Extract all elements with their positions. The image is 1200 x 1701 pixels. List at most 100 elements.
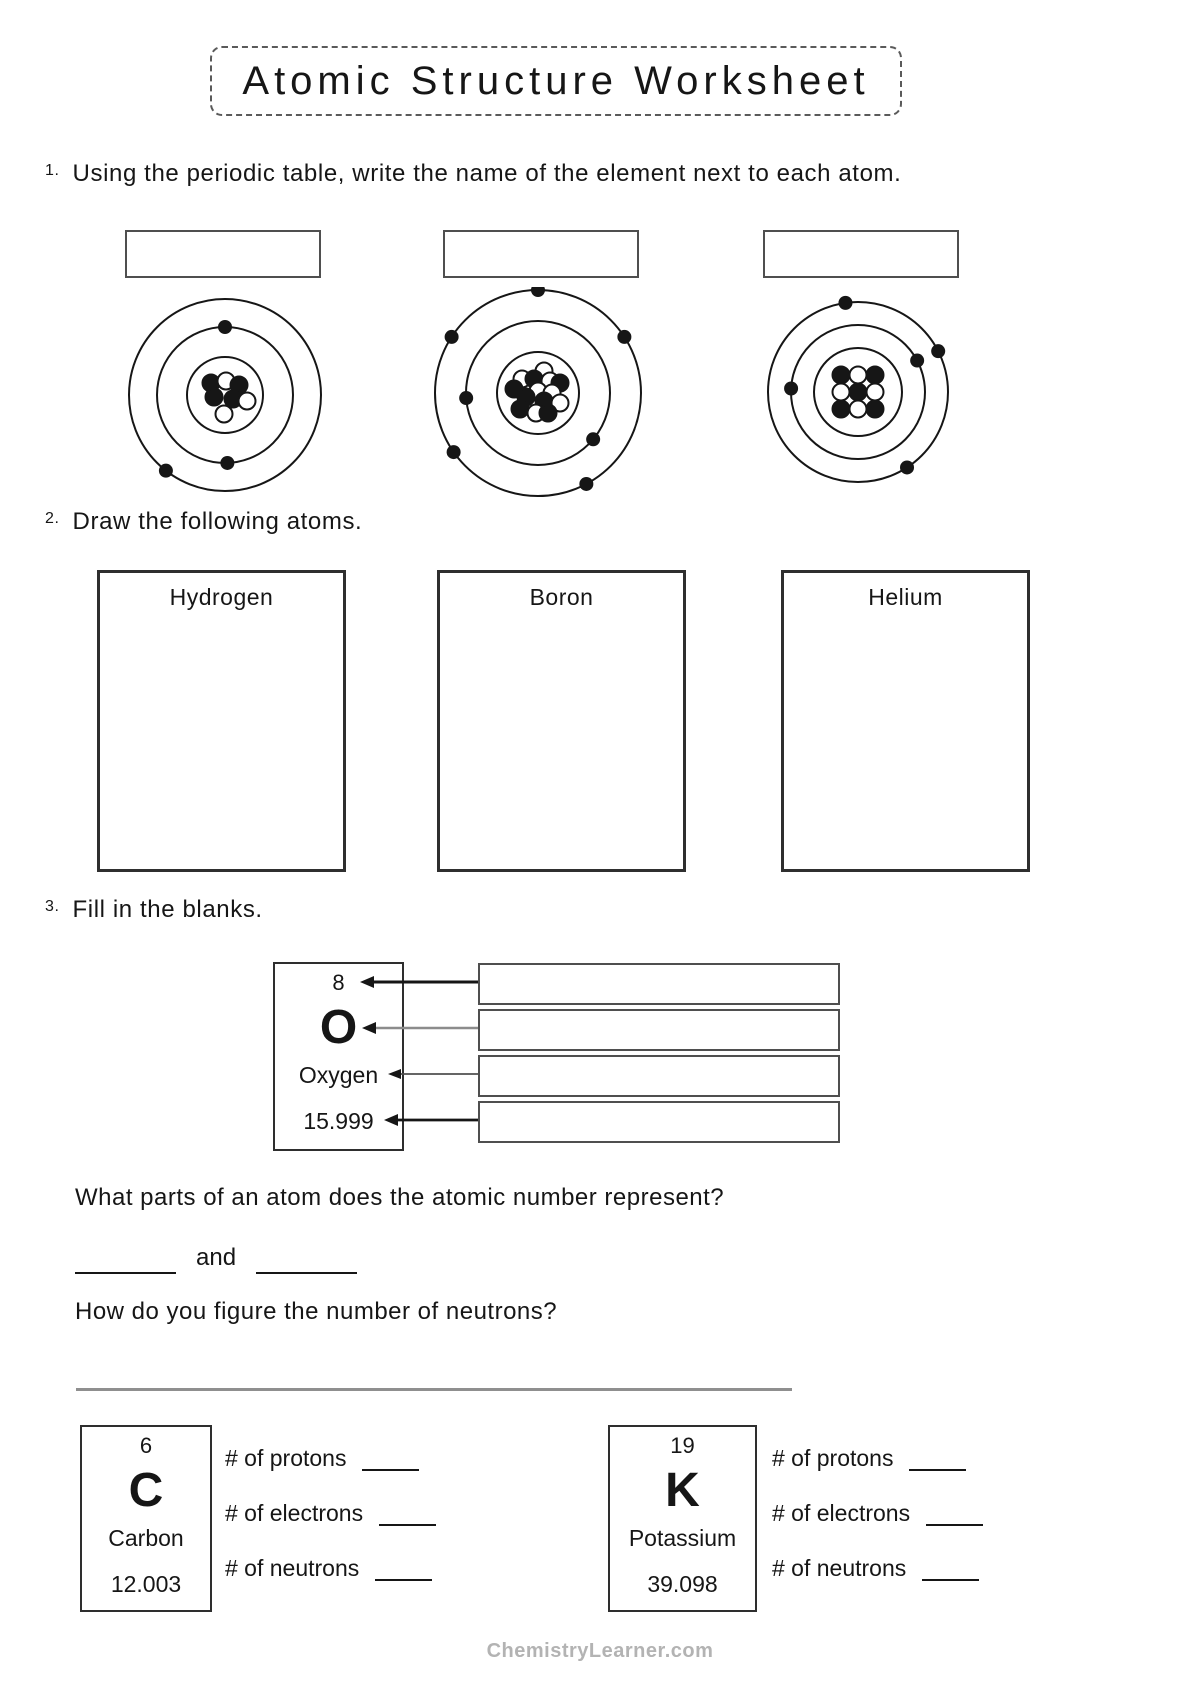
shell-orbit [128,298,322,492]
bohr-model-atom-1 [128,298,322,492]
shell-orbit [186,356,264,434]
carbon-protons-label: # of protons [225,1445,347,1471]
potassium-name: Potassium [628,1525,737,1551]
proton [510,399,530,419]
draw-box-hydrogen-label: Hydrogen [169,584,274,610]
potassium-mass: 39.098 [647,1571,718,1597]
neutron [237,391,257,411]
carbon-neutrons-label: # of neutrons [225,1555,360,1581]
question-1-text: Using the periodic table, write the name… [72,160,902,187]
draw-box-helium[interactable]: Helium [781,570,1030,872]
carbon-symbol: C [128,1464,164,1517]
electron [586,432,601,447]
arrow-symbol [362,1022,478,1034]
fill-blank-symbol[interactable] [478,1009,840,1051]
electron [910,353,925,368]
carbon-electrons-blank[interactable] [379,1506,437,1526]
shell-orbit [813,347,903,437]
proton [831,365,851,385]
electron [784,381,799,396]
bohr-model-atom-3 [767,295,949,483]
electron [579,476,594,491]
question-1: 1. Using the periodic table, write the na… [45,160,901,188]
oxygen-tile: 8 O Oxygen 15.999 [273,962,404,1151]
fill-blank-atomic-number[interactable] [478,963,840,1005]
electron [459,391,474,406]
potassium-symbol: K [665,1464,700,1517]
draw-box-boron-label: Boron [529,584,594,610]
atomic-number-question: What parts of an atom does the atomic nu… [75,1184,725,1211]
arrow-name [388,1069,478,1079]
oxygen-arrows [360,976,478,1126]
electron [931,344,946,359]
proton [865,365,885,385]
potassium-neutrons-row: # of neutrons [772,1555,983,1581]
site-watermark: ChemistryLearner.com [486,1640,714,1662]
electron [446,445,461,460]
question-2: 2. Draw the following atoms. [45,508,362,536]
neutrons-answer-line[interactable] [76,1388,792,1391]
neutron [831,382,851,402]
element-name-box-3[interactable] [763,230,959,278]
draw-box-hydrogen[interactable]: Hydrogen [97,570,346,872]
shell-orbit [496,351,580,435]
proton [831,399,851,419]
proton [865,399,885,419]
bohr-model-atom-2 [434,287,642,497]
draw-box-boron[interactable]: Boron [437,570,686,872]
electron [444,329,459,344]
question-3-text: Fill in the blanks. [72,896,263,923]
potassium-count-rows: # of protons # of electrons # of neutron… [772,1445,984,1611]
atomic-number-answer-row: and [75,1244,358,1274]
draw-box-helium-label: Helium [868,584,943,610]
fill-blank-name[interactable] [478,1055,840,1097]
page-title: Atomic Structure Worksheet [242,58,870,103]
arrow-mass [384,1114,478,1126]
carbon-neutrons-blank[interactable] [375,1561,433,1581]
neutron [848,365,868,385]
carbon-protons-row: # of protons [225,1445,436,1471]
neutron [214,404,234,424]
carbon-electrons-label: # of electrons [225,1500,364,1526]
question-2-number: 2. [45,510,60,527]
potassium-atomic-number: 19 [670,1433,695,1458]
electron [838,295,853,310]
proton [538,403,558,423]
element-name-box-1[interactable] [125,230,321,278]
question-3: 3. Fill in the blanks. [45,896,263,924]
answer-blank-1[interactable] [75,1246,176,1274]
oxygen-mass: 15.999 [303,1108,374,1134]
electron [158,463,173,478]
electron [218,320,232,334]
potassium-neutrons-label: # of neutrons [772,1555,907,1581]
potassium-neutrons-blank[interactable] [922,1561,980,1581]
neutron [848,399,868,419]
proton [848,382,868,402]
and-label: and [196,1244,237,1271]
fill-blank-mass[interactable] [478,1101,840,1143]
answer-blank-2[interactable] [256,1246,358,1274]
title-box: Atomic Structure Worksheet [210,46,902,116]
potassium-protons-blank[interactable] [909,1451,967,1471]
neutron [865,382,885,402]
neutrons-question: How do you figure the number of neutrons… [75,1298,558,1325]
question-1-number: 1. [45,162,60,179]
potassium-electrons-blank[interactable] [926,1506,984,1526]
electron [220,455,235,470]
proton [204,387,224,407]
shell-orbit [767,301,949,483]
neutron [550,393,570,413]
carbon-protons-blank[interactable] [362,1451,420,1471]
electron [531,287,545,297]
element-name-box-2[interactable] [443,230,639,278]
oxygen-name: Oxygen [298,1062,379,1088]
potassium-protons-label: # of protons [772,1445,894,1471]
question-3-number: 3. [45,898,60,915]
carbon-tile: 6 C Carbon 12.003 [80,1425,212,1612]
carbon-count-rows: # of protons # of electrons # of neutron… [225,1445,437,1611]
oxygen-atomic-number: 8 [332,970,345,995]
question-2-text: Draw the following atoms. [72,508,363,535]
potassium-electrons-label: # of electrons [772,1500,911,1526]
carbon-name: Carbon [108,1525,184,1551]
